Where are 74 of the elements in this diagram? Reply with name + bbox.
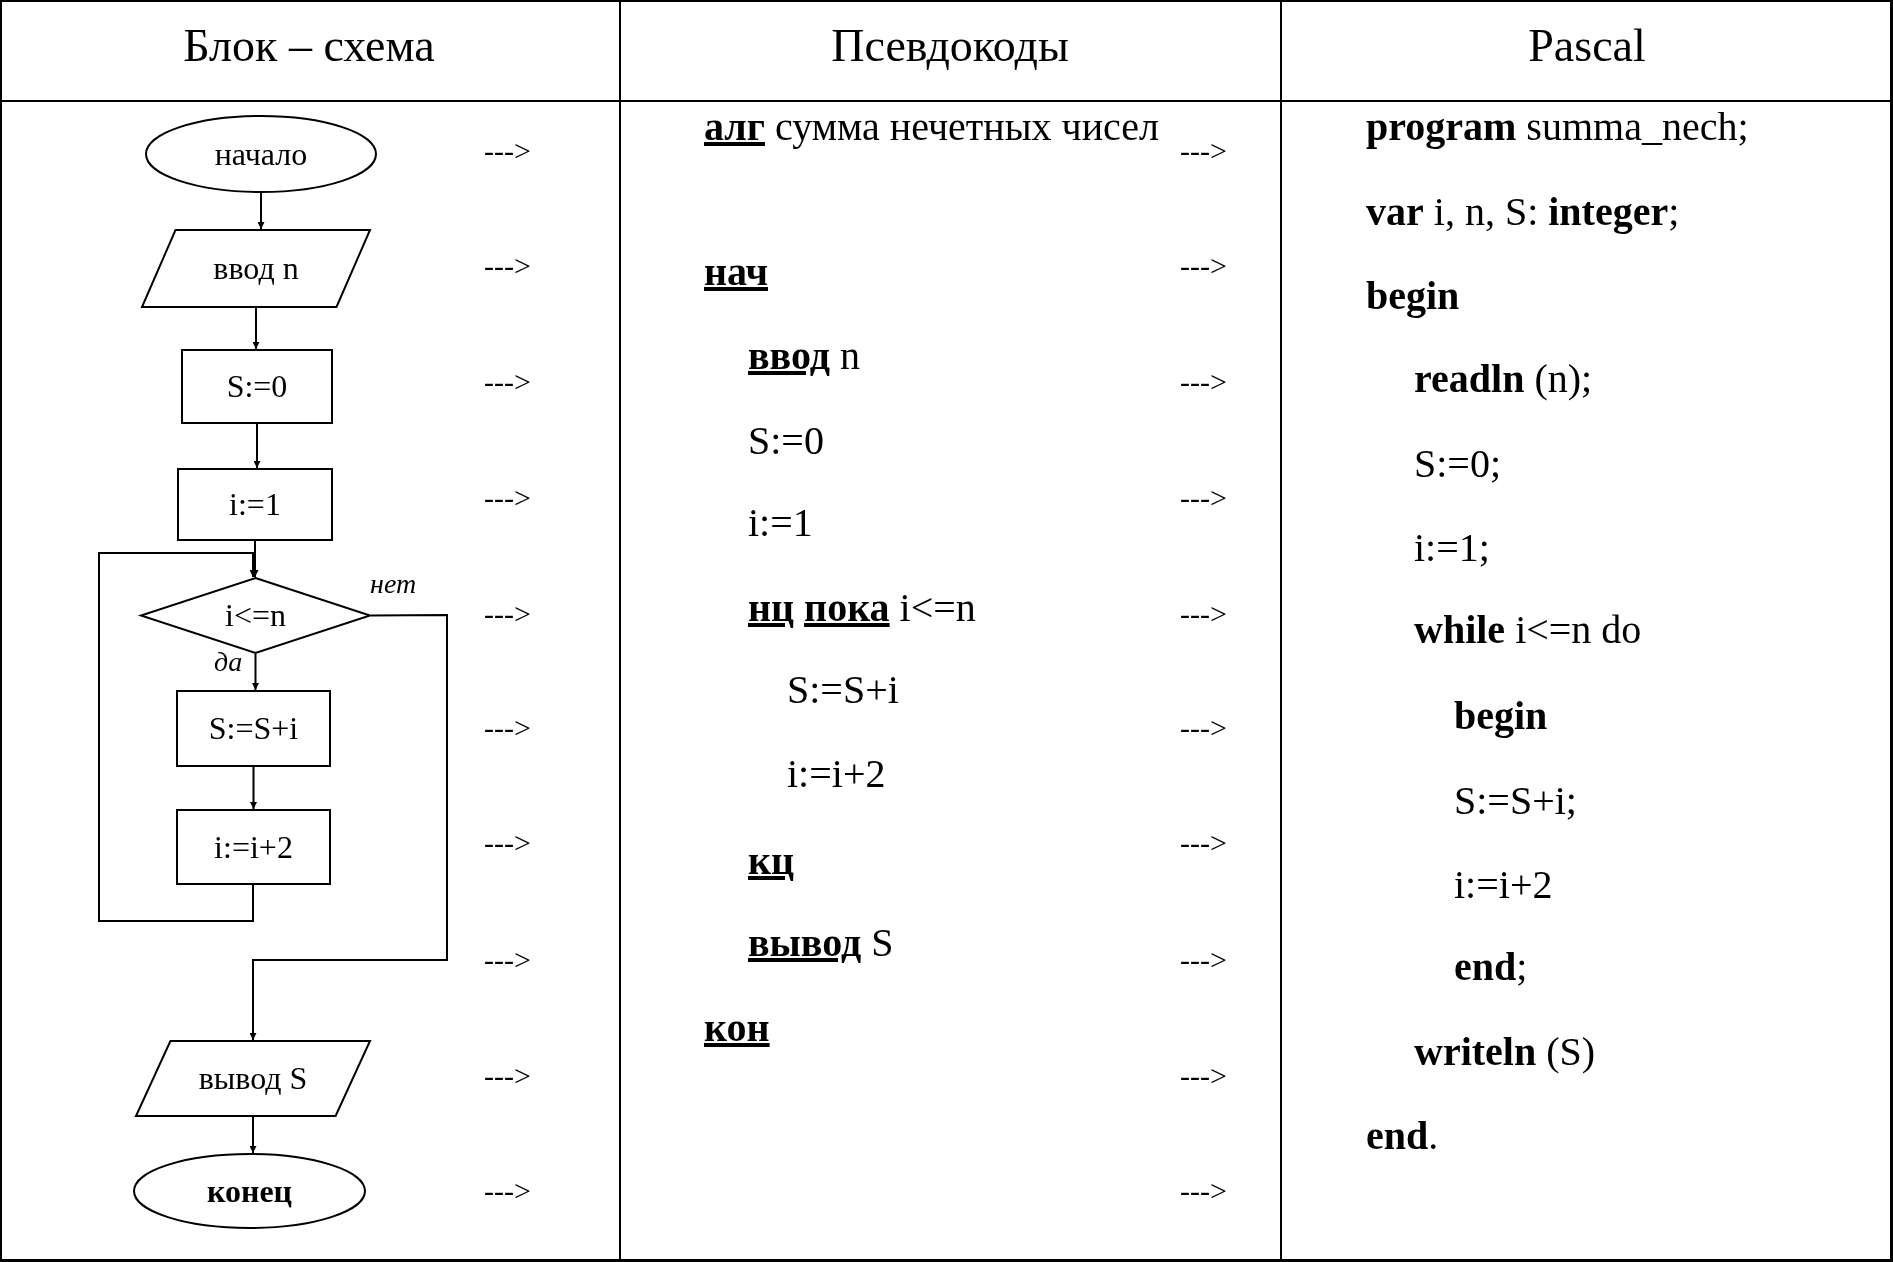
arrow-text: --->: [484, 942, 531, 978]
arrow: [249, 1116, 257, 1154]
arrow-text: --->: [484, 364, 531, 400]
arrow: [250, 766, 257, 810]
code-line: begin: [1366, 272, 1460, 320]
node-text: i:=1: [229, 486, 281, 523]
arrow-text: --->: [484, 596, 531, 632]
arrow: [98, 552, 257, 922]
arrow-text: --->: [1180, 710, 1227, 746]
pseudocode-line: нач: [704, 248, 768, 296]
arrow: [251, 540, 259, 578]
arrow: [252, 653, 259, 691]
arrow-text: --->: [484, 1173, 531, 1209]
arrow-text: --->: [484, 480, 531, 516]
pseudocode-line: S:=0: [748, 417, 824, 465]
arrow-text: --->: [1180, 480, 1227, 516]
decision-diamond: [140, 577, 371, 654]
end-ellipse: [133, 1153, 366, 1229]
code-line: S:=S+i;: [1454, 777, 1577, 825]
output-parallelogram: [135, 1040, 371, 1117]
column-header: Pascal: [1528, 19, 1646, 73]
arrow-text: --->: [484, 825, 531, 861]
arrow: [253, 423, 261, 469]
process-box: [177, 468, 333, 541]
code-line: program summa_nech;: [1366, 103, 1749, 151]
pseudocode-line: i:=1: [748, 499, 813, 547]
pseudocode-line: кц: [748, 837, 795, 885]
arrow: [249, 614, 448, 1041]
start-ellipse: [145, 115, 377, 193]
code-line: var i, n, S: integer;: [1366, 188, 1680, 236]
arrow-text: --->: [484, 133, 531, 169]
pseudocode-line: алг сумма нечетных чисел: [704, 103, 1161, 151]
node-text: i:=i+2: [214, 828, 293, 866]
process-box: [181, 349, 333, 424]
pseudocode-line: нц пока i<=n: [748, 584, 976, 632]
code-line: writeln (S): [1414, 1028, 1596, 1076]
node-text: S:=0: [226, 368, 288, 405]
arrow: [257, 192, 265, 230]
code-line: i:=1;: [1414, 524, 1490, 572]
node-text: S:=S+i: [208, 710, 299, 747]
pseudocode-line: i:=i+2: [787, 750, 886, 798]
process-box: [176, 809, 331, 885]
pseudocode-line: вывод S: [748, 919, 894, 967]
arrow-text: --->: [1180, 1173, 1227, 1209]
arrow: [252, 307, 260, 350]
node-text: конец: [206, 1172, 293, 1210]
arrow-text: --->: [1180, 364, 1227, 400]
node-text: ввод n: [213, 250, 299, 287]
node-text: вывод S: [198, 1060, 308, 1097]
arrow-text: --->: [484, 710, 531, 746]
node-text: i<=n: [225, 597, 286, 634]
arrow-text: --->: [1180, 596, 1227, 632]
arrow-text: --->: [1180, 1058, 1227, 1094]
arrow-text: --->: [1180, 942, 1227, 978]
code-line: end.: [1366, 1112, 1439, 1160]
node-text: начало: [214, 135, 308, 173]
code-line: S:=0;: [1414, 440, 1502, 488]
code-line: readln (n);: [1414, 355, 1593, 403]
arrow-text: --->: [484, 248, 531, 284]
arrow-text: --->: [1180, 248, 1227, 284]
arrow-text: --->: [484, 1058, 531, 1094]
code-line: begin: [1454, 692, 1548, 740]
column-header: Блок – схема: [183, 19, 435, 73]
arrow-text: --->: [1180, 133, 1227, 169]
code-line: while i<=n do: [1414, 606, 1642, 654]
pseudocode-line: S:=S+i: [787, 666, 899, 714]
code-line: i:=i+2: [1454, 861, 1553, 909]
column-header: Псевдокоды: [831, 19, 1069, 73]
pseudocode-line: ввод n: [748, 332, 860, 380]
arrow-text: --->: [1180, 825, 1227, 861]
pseudocode-line: кон: [704, 1004, 770, 1052]
process-box: [176, 690, 331, 767]
input-parallelogram: [141, 229, 371, 308]
code-line: end;: [1454, 943, 1528, 991]
